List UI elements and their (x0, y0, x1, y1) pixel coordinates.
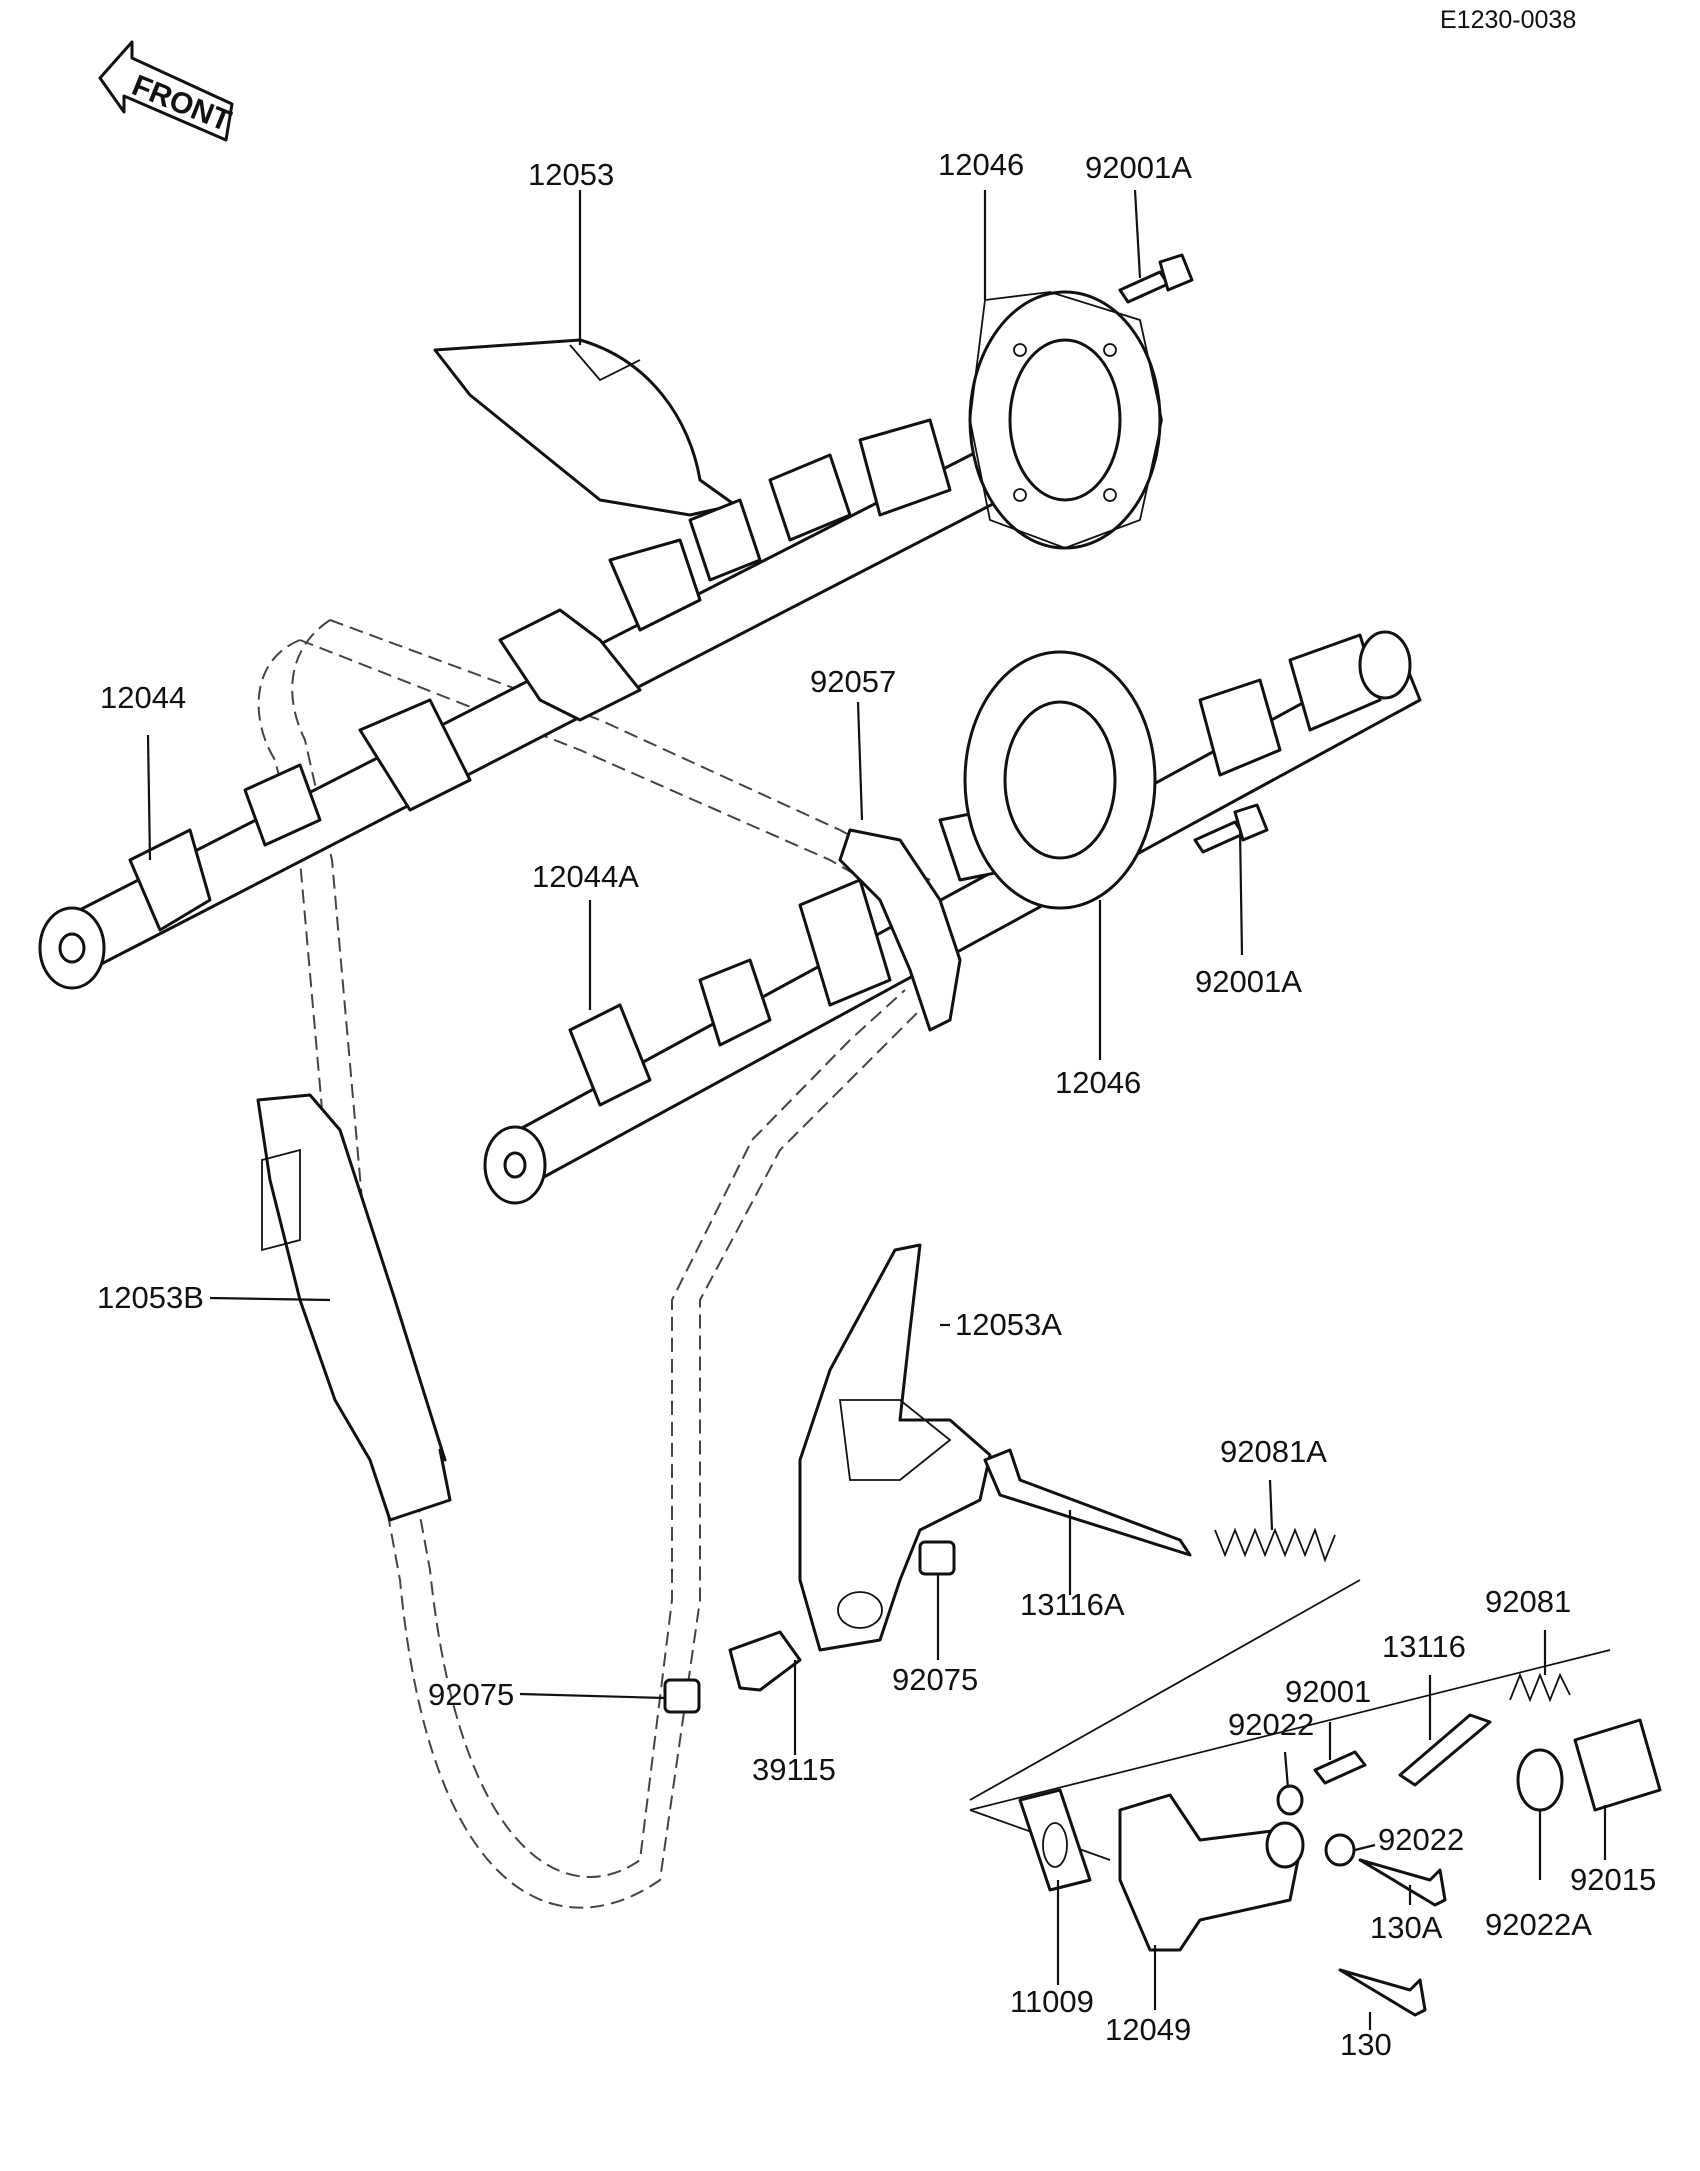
label-92001a-mid: 92001A (1195, 964, 1302, 999)
chain-links (838, 828, 962, 1032)
tensioner-oring (1516, 1748, 1564, 1812)
label-92022-top: 92022 (1228, 1707, 1314, 1742)
label-11009: 11009 (1010, 1984, 1094, 2019)
washer-92022-top (1276, 1784, 1304, 1816)
label-92075-right: 92075 (892, 1662, 978, 1697)
upper-sprocket-bolt (1118, 253, 1194, 304)
tensioner-rod (983, 1448, 1192, 1557)
tensioner-bolt-92001 (1313, 1750, 1367, 1785)
bolt-130 (1338, 1968, 1427, 2017)
label-12044a: 12044A (532, 859, 639, 894)
tensioner-rod-13116 (1398, 1713, 1492, 1787)
label-12046-mid: 12046 (1055, 1065, 1141, 1100)
tensioner-cap (1573, 1718, 1662, 1812)
upper-chain-guide (433, 338, 737, 517)
tensioner-assembly (969, 1579, 1611, 1952)
label-92001a-top: 92001A (1085, 150, 1192, 185)
left-chain-guide (256, 1093, 452, 1522)
label-92081a: 92081A (1220, 1434, 1327, 1469)
tensioner-guide (798, 1243, 992, 1652)
front-arrow-icon: FRONT (98, 40, 236, 142)
label-92075-left: 92075 (428, 1677, 514, 1712)
label-92001: 92001 (1285, 1674, 1371, 1709)
left-bushing (663, 1678, 701, 1714)
label-92022a: 92022A (1485, 1907, 1592, 1942)
label-12049: 12049 (1105, 2012, 1191, 2047)
guide-pin (728, 1630, 802, 1692)
label-92022-mid: 92022 (1378, 1822, 1464, 1857)
washer-92022-mid (1324, 1833, 1356, 1867)
upper-cam-sprocket (968, 290, 1163, 550)
label-12053a: 12053A (955, 1307, 1062, 1342)
intake-camshaft (483, 630, 1422, 1205)
label-130a: 130A (1370, 1910, 1443, 1945)
label-39115: 39115 (752, 1752, 836, 1787)
label-92057: 92057 (810, 664, 896, 699)
label-12053b: 12053B (97, 1280, 204, 1315)
label-13116a: 13116A (1020, 1587, 1125, 1622)
bolt-130A (1358, 1858, 1447, 1907)
tensioner-spring (1509, 1672, 1571, 1703)
label-92015: 92015 (1570, 1862, 1656, 1897)
label-12053: 12053 (528, 157, 614, 192)
label-130: 130 (1340, 2027, 1392, 2062)
label-12046-top: 12046 (938, 147, 1024, 182)
tensioner-spring-a (1214, 1527, 1336, 1563)
diagram-code: E1230-0038 (1440, 6, 1576, 34)
label-92081: 92081 (1485, 1584, 1571, 1619)
exhaust-camshaft (38, 418, 1022, 990)
label-13116: 13116 (1382, 1629, 1466, 1664)
label-12044: 12044 (100, 680, 186, 715)
right-bushing (918, 1540, 956, 1576)
leader-lines (146, 189, 1607, 2030)
